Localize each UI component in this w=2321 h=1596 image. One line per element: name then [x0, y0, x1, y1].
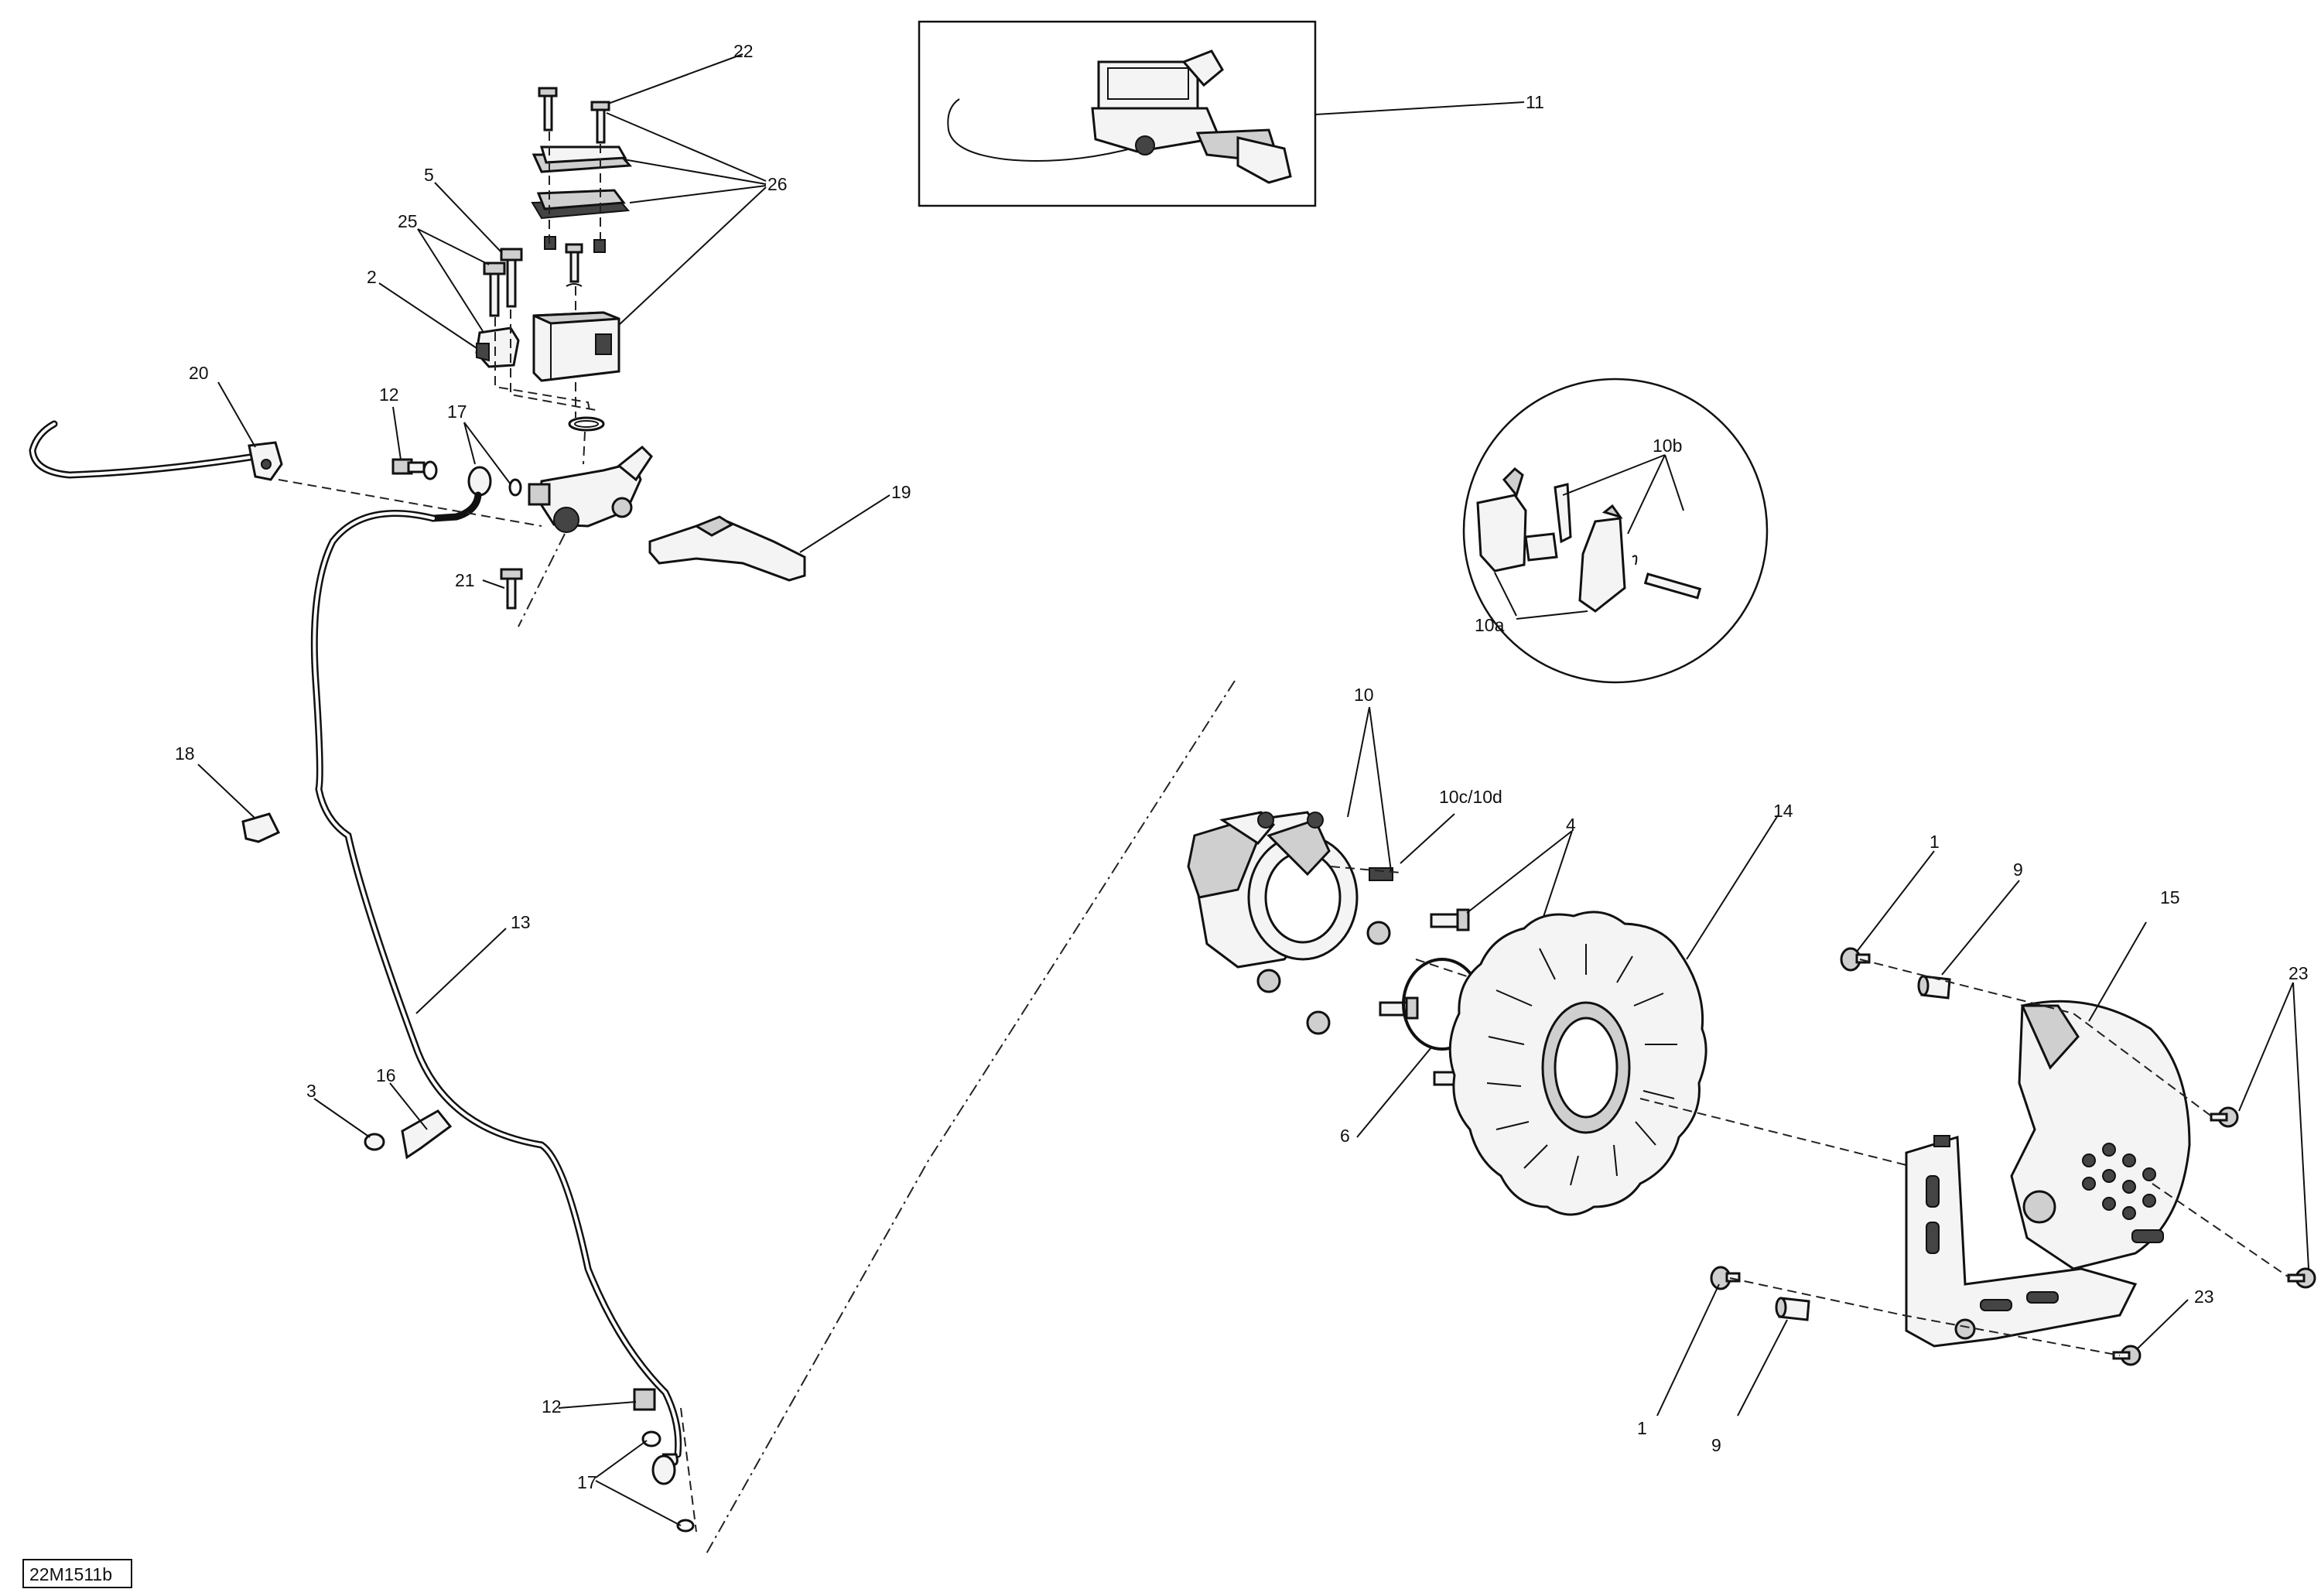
master-cylinder-exploded [278, 87, 806, 627]
guard-fasteners [1710, 947, 2316, 1366]
callout-6: 6 [1340, 1126, 1350, 1146]
disc-guard [1905, 1000, 2191, 1348]
callout-17-top: 17 [447, 402, 467, 422]
brake-disc [1448, 911, 1950, 1216]
callout-12-bottom: 12 [542, 1396, 562, 1417]
callout-18: 18 [175, 743, 195, 764]
callout-2: 2 [367, 267, 377, 287]
callout-23-bottom: 23 [2194, 1287, 2214, 1307]
callout-1-top: 1 [1930, 832, 1940, 852]
callout-13: 13 [511, 912, 531, 932]
callout-10: 10 [1354, 685, 1374, 705]
callout-25: 25 [398, 211, 418, 231]
diagram-code-label: 22M1511b [22, 1559, 132, 1588]
diagram-code: 22M1511b [29, 1564, 112, 1584]
callout-10b: 10b [1653, 436, 1682, 456]
callout-5: 5 [424, 165, 434, 185]
inset-master-cylinder-assembly [918, 20, 1317, 207]
callout-1-bottom: 1 [1637, 1418, 1647, 1438]
callout-22: 22 [733, 41, 754, 61]
brake-pad-detail [1462, 378, 1769, 684]
brake-caliper [1187, 811, 1401, 1035]
callout-9-top: 9 [2013, 860, 2023, 880]
callout-14: 14 [1773, 801, 1793, 821]
callout-15: 15 [2160, 887, 2180, 907]
hose-13 [310, 509, 682, 1466]
callout-4: 4 [1566, 815, 1576, 835]
callout-11: 11 [1526, 92, 1544, 112]
callout-16: 16 [376, 1065, 396, 1085]
callout-21: 21 [455, 570, 475, 590]
callout-20: 20 [189, 363, 209, 383]
hose-clips-and-fittings [241, 812, 697, 1533]
callout-12-top: 12 [379, 384, 399, 405]
callout-10a: 10a [1475, 615, 1505, 635]
callout-23-right: 23 [2289, 963, 2309, 983]
callout-3: 3 [306, 1081, 316, 1101]
callout-17-bottom: 17 [577, 1472, 597, 1492]
hose-20 [29, 420, 283, 481]
callout-9-bottom: 9 [1711, 1435, 1721, 1455]
callout-26: 26 [767, 174, 788, 194]
callout-19: 19 [891, 482, 911, 502]
callout-10c-10d: 10c/10d [1439, 787, 1502, 807]
